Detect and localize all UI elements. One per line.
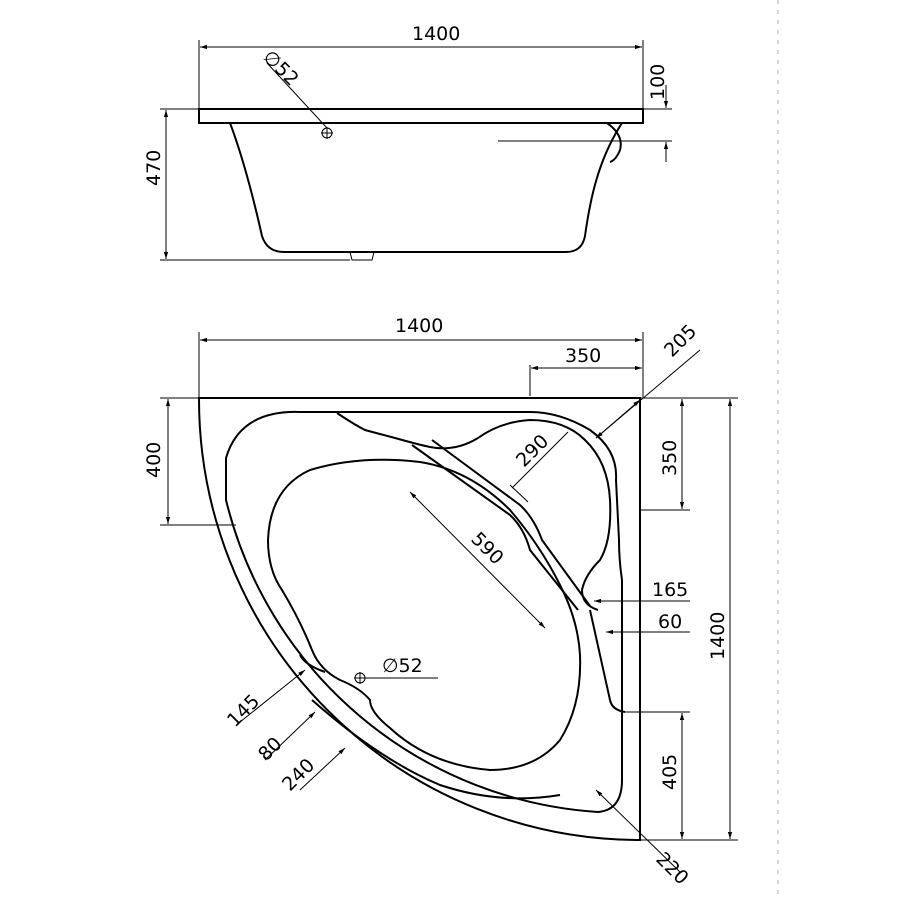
seat-290-label: 290 (512, 430, 553, 471)
top-step (589, 609, 626, 713)
r80-label: 80 (254, 733, 287, 766)
r220-label: 220 (651, 848, 692, 889)
side-tub-body (229, 122, 623, 253)
side-drain-label: ∅52 (258, 46, 302, 90)
side-overflow (606, 122, 622, 163)
right-350-label: 350 (659, 440, 681, 476)
top-width-label: 1400 (395, 315, 443, 337)
right-1400-label: 1400 (707, 612, 729, 660)
r240-label: 240 (278, 754, 319, 795)
side-height-label: 470 (143, 150, 165, 186)
r405-label: 405 (659, 754, 681, 790)
inner-590-label: 590 (466, 528, 507, 569)
top-rim-inner (225, 410, 623, 814)
top-seat-outline (336, 412, 612, 611)
step-165-label: 165 (652, 579, 688, 601)
side-drain-outlet (349, 251, 375, 261)
step-60-label: 60 (658, 611, 682, 633)
side-rim (198, 108, 644, 124)
top-view (160, 332, 738, 873)
left-400-label: 400 (143, 442, 165, 478)
top-offset-label: 350 (565, 345, 601, 367)
top-seat-ridge-2 (431, 439, 591, 607)
top-drain-label: ∅52 (382, 655, 423, 677)
side-rim-label: 100 (647, 64, 669, 100)
side-view (160, 40, 672, 261)
side-width-label: 1400 (412, 23, 460, 45)
top-seat-ridge-1 (411, 444, 579, 611)
top-inner-basin (266, 458, 582, 772)
diag-205-label: 205 (660, 320, 701, 361)
r145-label: 145 (223, 690, 264, 731)
